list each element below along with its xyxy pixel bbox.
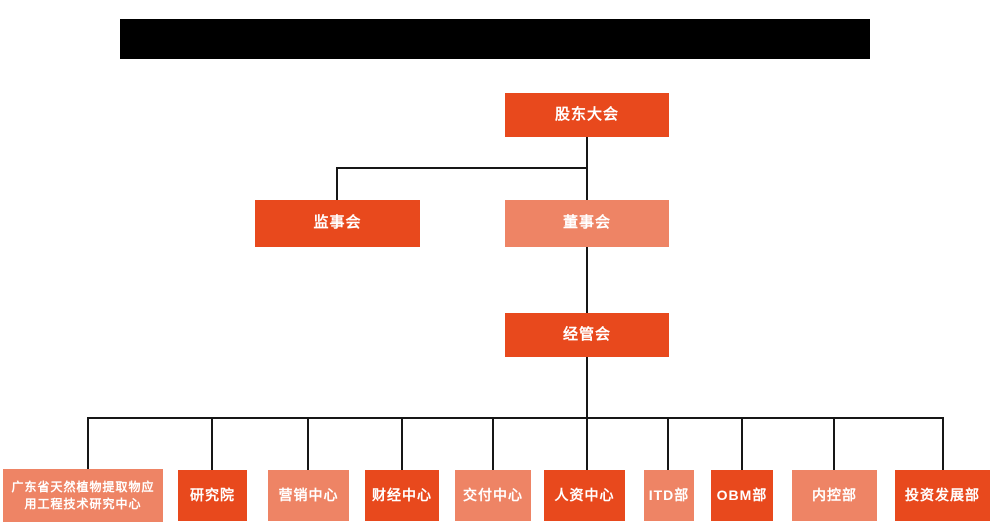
org-node-delivery-center: 交付中心 (455, 470, 531, 521)
org-node-internal-control-dept: 内控部 (792, 470, 877, 521)
connector-line (492, 417, 494, 470)
org-node-hr-center: 人资中心 (544, 470, 625, 521)
connector-line (942, 417, 944, 470)
connector-line (741, 417, 743, 470)
org-node-research-institute: 研究院 (178, 470, 247, 521)
connector-line (87, 417, 89, 470)
connector-line (336, 167, 588, 169)
org-node-investment-dev-dept: 投资发展部 (895, 470, 990, 521)
connector-line (211, 417, 213, 470)
org-node-management-committee: 经管会 (505, 313, 669, 357)
org-node-shareholders-meeting: 股东大会 (505, 93, 669, 137)
redacted-title-bar (120, 19, 870, 59)
org-node-board-of-directors: 董事会 (505, 200, 669, 247)
connector-line (833, 417, 835, 470)
org-node-marketing-center: 营销中心 (268, 470, 349, 521)
org-node-itd-department: ITD部 (644, 470, 694, 521)
connector-line (586, 357, 588, 470)
connector-line (307, 417, 309, 470)
org-node-supervisory-board: 监事会 (255, 200, 420, 247)
connector-line (667, 417, 669, 470)
connector-line (87, 417, 944, 419)
connector-line (336, 167, 338, 200)
org-node-obm-department: OBM部 (711, 470, 773, 521)
connector-line (586, 247, 588, 313)
connector-line (401, 417, 403, 470)
org-node-finance-center: 财经中心 (365, 470, 439, 521)
org-node-research-center: 广东省天然植物提取物应用工程技术研究中心 (3, 469, 163, 522)
